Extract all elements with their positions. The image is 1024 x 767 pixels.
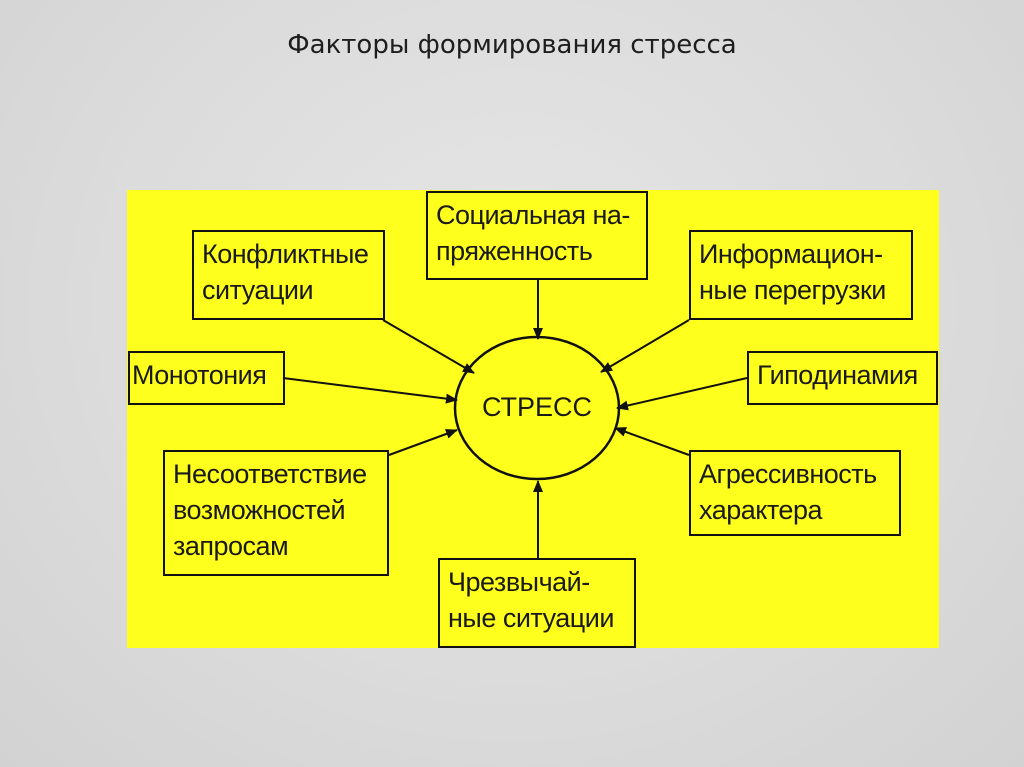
factor-line: Информацион- bbox=[699, 239, 883, 269]
connector-layer bbox=[282, 280, 748, 558]
arrow-hypodynamia bbox=[616, 377, 748, 411]
factor-line: Конфликтные bbox=[202, 239, 369, 269]
factor-line: характера bbox=[699, 495, 822, 525]
factor-mismatch: Несоответствие возможностей запросам bbox=[163, 450, 389, 576]
arrow-mismatch bbox=[388, 429, 458, 456]
factor-social-tension: Социальная на- пряженность bbox=[426, 191, 648, 280]
slide-title: Факторы формирования стресса bbox=[287, 30, 737, 60]
factor-line: пряженность bbox=[436, 236, 593, 266]
stress-factors-diagram: СТРЕСС Социальная на- пряженность Конфли… bbox=[127, 190, 939, 648]
arrow-aggression bbox=[614, 427, 690, 456]
factor-line: возможностей bbox=[173, 495, 346, 525]
factor-monotony: Монотония bbox=[128, 351, 285, 405]
factor-line: Гиподинамия bbox=[757, 360, 918, 390]
arrow-monotony bbox=[282, 377, 458, 404]
factor-conflict-situations: Конфликтные ситуации bbox=[192, 230, 385, 320]
factor-hypodynamia: Гиподинамия bbox=[747, 351, 938, 405]
factor-aggressiveness: Агрессивность характера bbox=[689, 450, 901, 536]
factor-line: Социальная на- bbox=[436, 200, 630, 230]
factor-line: Чрезвычай- bbox=[448, 567, 590, 597]
arrow-info bbox=[600, 319, 690, 373]
factor-line: Агрессивность bbox=[699, 459, 877, 489]
arrow-conflict bbox=[382, 319, 475, 374]
factor-line: запросам bbox=[173, 531, 289, 561]
factor-line: ные перегрузки bbox=[699, 275, 886, 305]
factor-emergency-situations: Чрезвычай- ные ситуации bbox=[438, 558, 636, 648]
factor-line: ные ситуации bbox=[448, 603, 614, 633]
factor-line: Монотония bbox=[132, 360, 267, 390]
factor-line: ситуации bbox=[202, 275, 314, 305]
center-label: СТРЕСС bbox=[481, 392, 593, 422]
factor-line: Несоответствие bbox=[173, 459, 367, 489]
factor-information-overload: Информацион- ные перегрузки bbox=[689, 230, 913, 320]
